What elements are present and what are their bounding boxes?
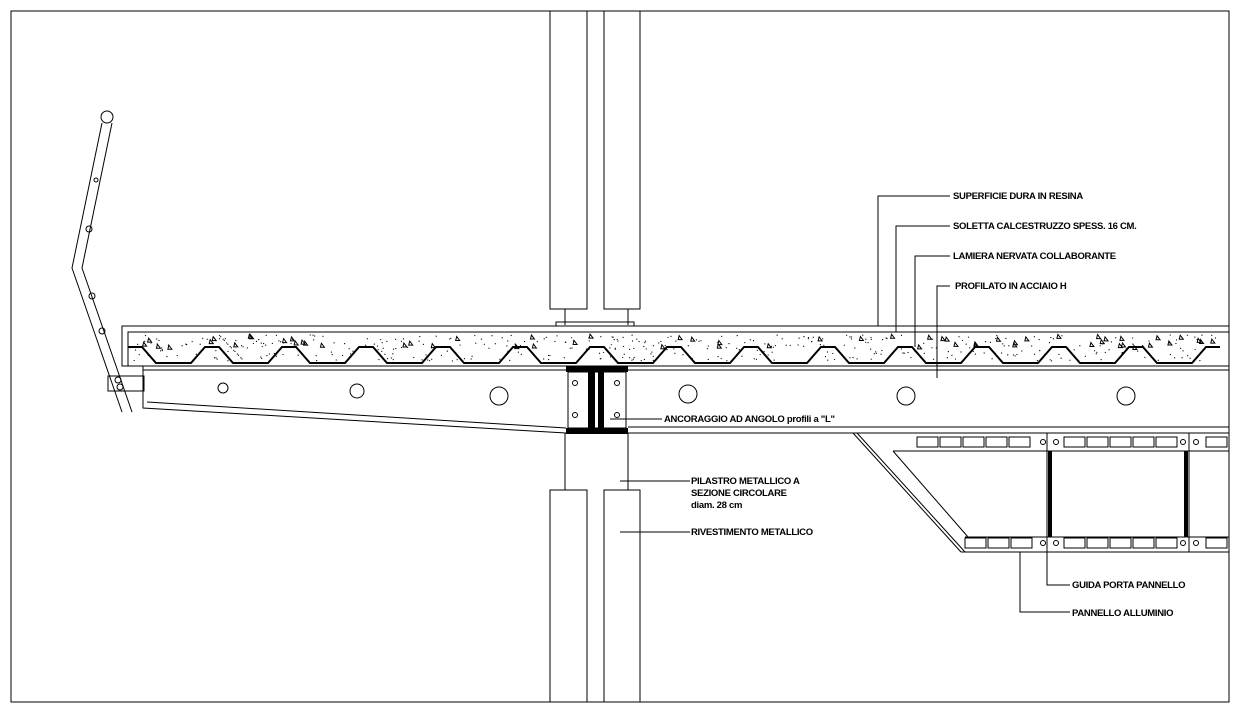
label-anchor: ANCORAGGIO AD ANGOLO profili a "L" [664,414,835,425]
label-column-3: diam. 28 cm [691,500,742,511]
concrete-aggregate [129,332,1217,362]
label-cladding: RIVESTIMENTO METALLICO [691,527,813,538]
steel-deck [128,346,1220,364]
concrete-slab [121,325,1230,367]
leader-lines [610,195,1070,613]
label-column-2: SEZIONE CIRCOLARE [691,488,787,499]
label-column-1: PILASTRO METALLICO A [691,476,800,487]
label-deck: LAMIERA NERVATA COLLABORANTE [953,251,1116,262]
label-guide: GUIDA PORTA PANNELLO [1072,580,1185,591]
drawing-border [10,10,1230,703]
label-slab: SOLETTA CALCESTRUZZO SPESS. 16 CM. [953,221,1137,232]
label-beam: PROFILATO IN ACCIAIO H [955,281,1067,292]
label-surface: SUPERFICIE DURA IN RESINA [953,191,1083,202]
label-panel: PANNELLO ALLUMINIO [1072,608,1173,619]
railing [71,110,145,413]
angle-connection [566,366,628,434]
lower-column [549,433,641,703]
panel-truss [852,432,1229,553]
upper-column [549,10,641,327]
steel-beam [142,365,1229,434]
